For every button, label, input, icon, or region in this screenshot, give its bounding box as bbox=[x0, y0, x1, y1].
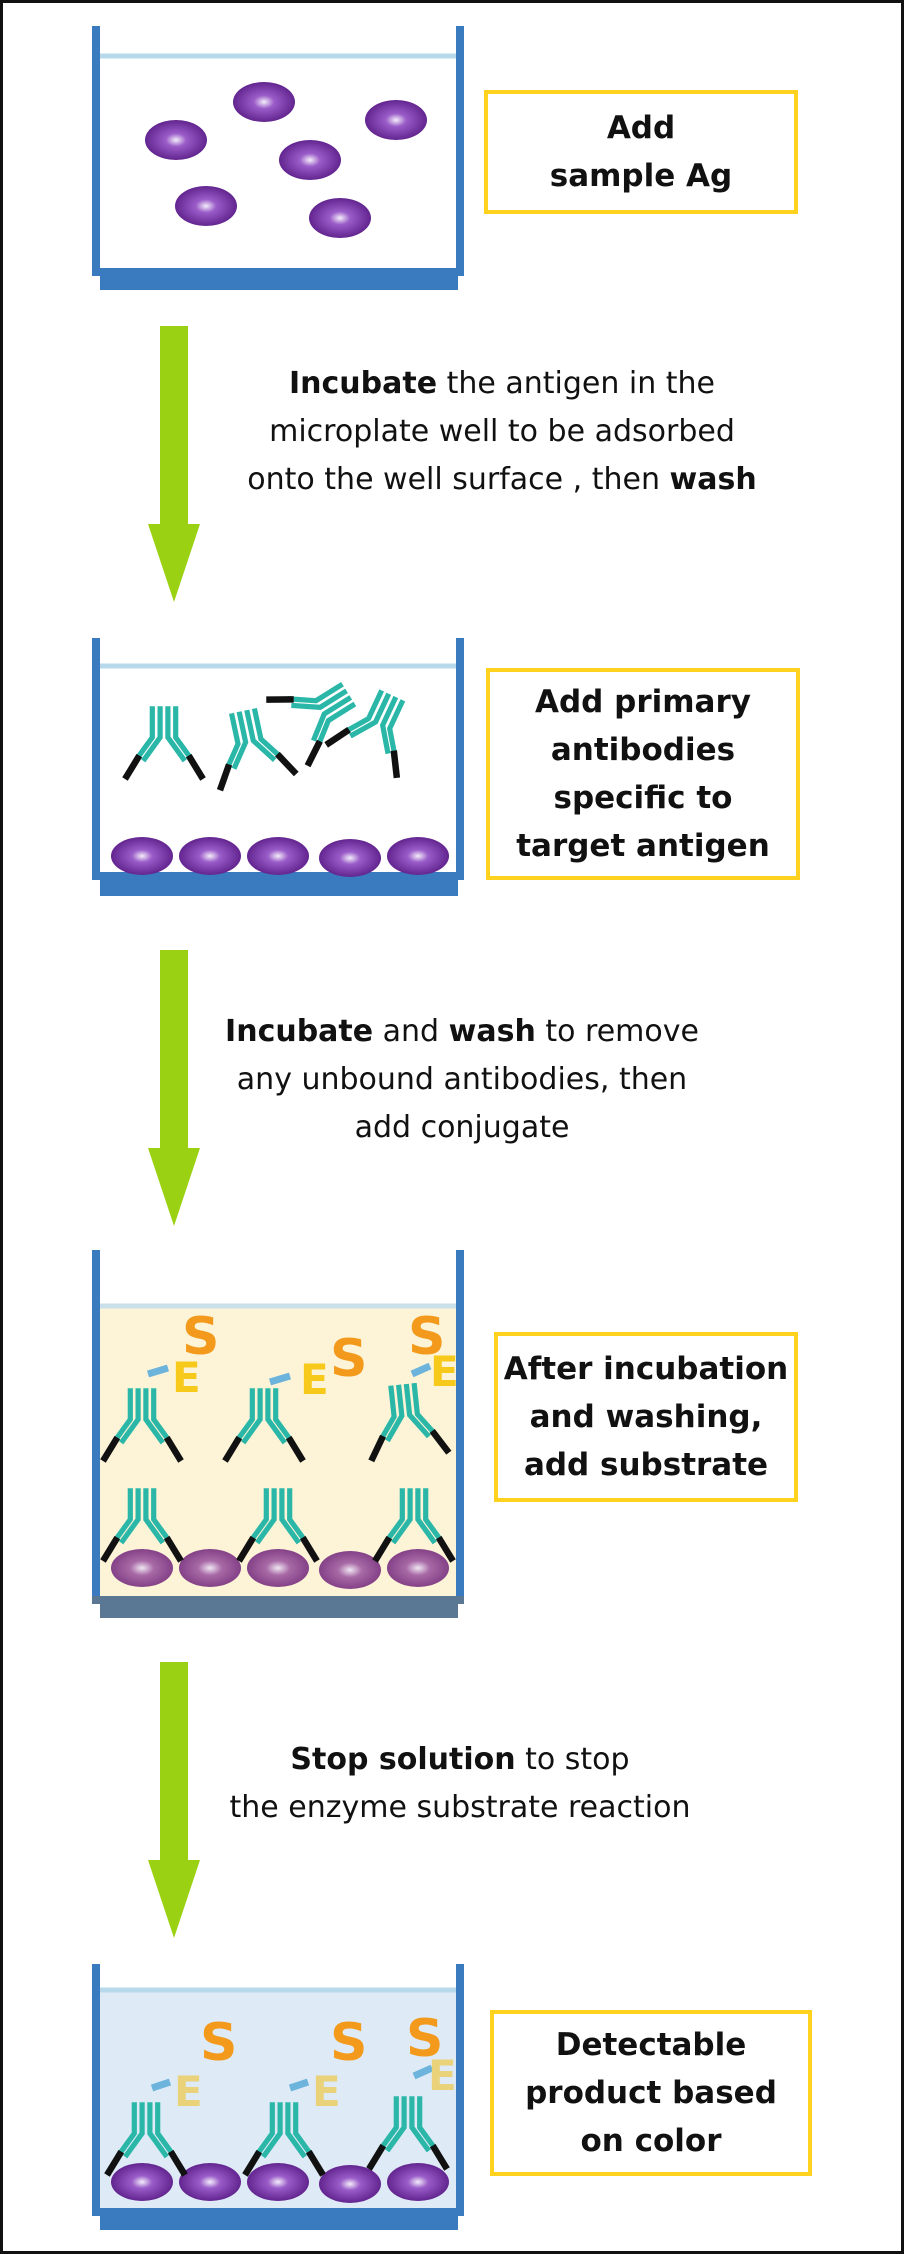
antigen bbox=[111, 2163, 173, 2201]
transition-2-line3: add conjugate bbox=[354, 1110, 570, 1145]
transition-2-text: Incubate and wash to remove any unbound … bbox=[182, 1008, 742, 1152]
enzyme-linker bbox=[268, 1372, 292, 1386]
antigen bbox=[247, 837, 309, 875]
step-4-label: Detectable product based on color bbox=[525, 2027, 777, 2159]
antigen bbox=[247, 1549, 309, 1587]
step-1-box: Add sample Ag bbox=[484, 90, 798, 214]
flow-arrow-1 bbox=[148, 326, 200, 602]
transition-3-text: Stop solution to stop the enzyme substra… bbox=[180, 1736, 740, 1832]
transition-2-line2: any unbound antibodies, then bbox=[236, 1062, 688, 1097]
well-right-wall bbox=[456, 1964, 464, 2216]
antigen bbox=[179, 837, 241, 875]
well-base bbox=[100, 880, 458, 896]
well-base bbox=[100, 1604, 458, 1618]
step-3-box: After incubation and washing, add substr… bbox=[494, 1332, 798, 1502]
well-2-primary-antibodies bbox=[92, 638, 464, 896]
step-1-label: Add sample Ag bbox=[549, 110, 733, 194]
transition-3-line2: the enzyme substrate reaction bbox=[229, 1790, 691, 1825]
step-2-label: Add primary antibodies specific to targe… bbox=[516, 684, 770, 864]
substrate-label: S bbox=[330, 1329, 367, 1389]
antigen bbox=[247, 2163, 309, 2201]
antigen bbox=[387, 837, 449, 875]
enzyme-label: E bbox=[172, 1353, 201, 1402]
antigen bbox=[387, 2163, 449, 2201]
well-right-wall bbox=[456, 1250, 464, 1602]
antibody bbox=[125, 706, 203, 779]
well-4-detection: E E E S S S bbox=[92, 1964, 464, 2230]
enzyme-label: E bbox=[312, 2067, 341, 2116]
transition-2-bold-incubate: Incubate bbox=[225, 1014, 374, 1049]
substrate-label: S bbox=[182, 1307, 219, 1367]
substrate-label: S bbox=[408, 1307, 445, 1367]
substrate-label: S bbox=[200, 2013, 237, 2073]
antigen bbox=[179, 2163, 241, 2201]
well-base bbox=[100, 2216, 458, 2230]
transition-2-line1: to remove bbox=[535, 1014, 699, 1049]
well-1-sample-antigen bbox=[92, 26, 464, 290]
antigen bbox=[179, 1549, 241, 1587]
antigen bbox=[309, 198, 371, 238]
enzyme-label: E bbox=[430, 1347, 459, 1396]
enzyme-linker bbox=[412, 2064, 434, 2080]
well-bottom bbox=[92, 1596, 464, 1604]
antigen bbox=[319, 839, 381, 877]
transition-1-text: Incubate the antigen in the microplate w… bbox=[222, 360, 782, 504]
well-right-wall bbox=[456, 638, 464, 880]
transition-2-and: and bbox=[373, 1014, 449, 1049]
well-left-wall bbox=[92, 26, 100, 276]
antigen bbox=[319, 1551, 381, 1589]
transition-1-line1: the antigen in the bbox=[437, 366, 716, 401]
antigen bbox=[233, 82, 295, 122]
substrate-label: S bbox=[330, 2013, 367, 2073]
flow-arrow-2 bbox=[148, 950, 200, 1226]
antigen bbox=[145, 120, 207, 160]
well-left-wall bbox=[92, 1964, 100, 2216]
transition-3-line1: to stop bbox=[515, 1742, 630, 1777]
transition-2-bold-wash: wash bbox=[448, 1014, 536, 1049]
enzyme-label: E bbox=[300, 1355, 329, 1404]
antigen bbox=[111, 1549, 173, 1587]
well-3-substrate: E E E S S S bbox=[92, 1250, 464, 1618]
transition-1-line2: microplate well to be adsorbed bbox=[269, 414, 735, 449]
transition-1-line3: onto the well surface , then bbox=[247, 462, 670, 497]
transition-3-bold: Stop solution bbox=[290, 1742, 516, 1777]
well-bottom bbox=[92, 872, 464, 880]
step-3-label: After incubation and washing, add substr… bbox=[503, 1351, 789, 1483]
step-2-box: Add primary antibodies specific to targe… bbox=[486, 668, 800, 880]
antigen bbox=[365, 100, 427, 140]
antibody bbox=[266, 661, 369, 766]
enzyme-label: E bbox=[174, 2067, 203, 2116]
antibody bbox=[205, 703, 296, 790]
step-4-box: Detectable product based on color bbox=[490, 2010, 812, 2176]
antigen bbox=[279, 140, 341, 180]
antigen bbox=[111, 837, 173, 875]
enzyme-linker bbox=[146, 1364, 170, 1378]
well-bottom bbox=[92, 268, 464, 276]
well-bottom bbox=[92, 2208, 464, 2216]
antigen bbox=[387, 1549, 449, 1587]
well-right-wall bbox=[456, 26, 464, 276]
well-left-wall bbox=[92, 638, 100, 880]
antigen bbox=[175, 186, 237, 226]
antigen bbox=[319, 2165, 381, 2203]
well-solution bbox=[100, 1306, 456, 1596]
transition-1-bold: Incubate bbox=[288, 366, 438, 401]
well-base bbox=[100, 276, 458, 290]
enzyme-linker bbox=[410, 1362, 432, 1378]
enzyme-linker bbox=[150, 2078, 172, 2092]
enzyme-label: E bbox=[428, 2051, 457, 2100]
substrate-label: S bbox=[406, 2009, 443, 2069]
well-left-wall bbox=[92, 1250, 100, 1602]
enzyme-linker bbox=[288, 2078, 310, 2092]
flow-arrow-3 bbox=[148, 1662, 200, 1938]
transition-1-bold-wash: wash bbox=[669, 462, 757, 497]
